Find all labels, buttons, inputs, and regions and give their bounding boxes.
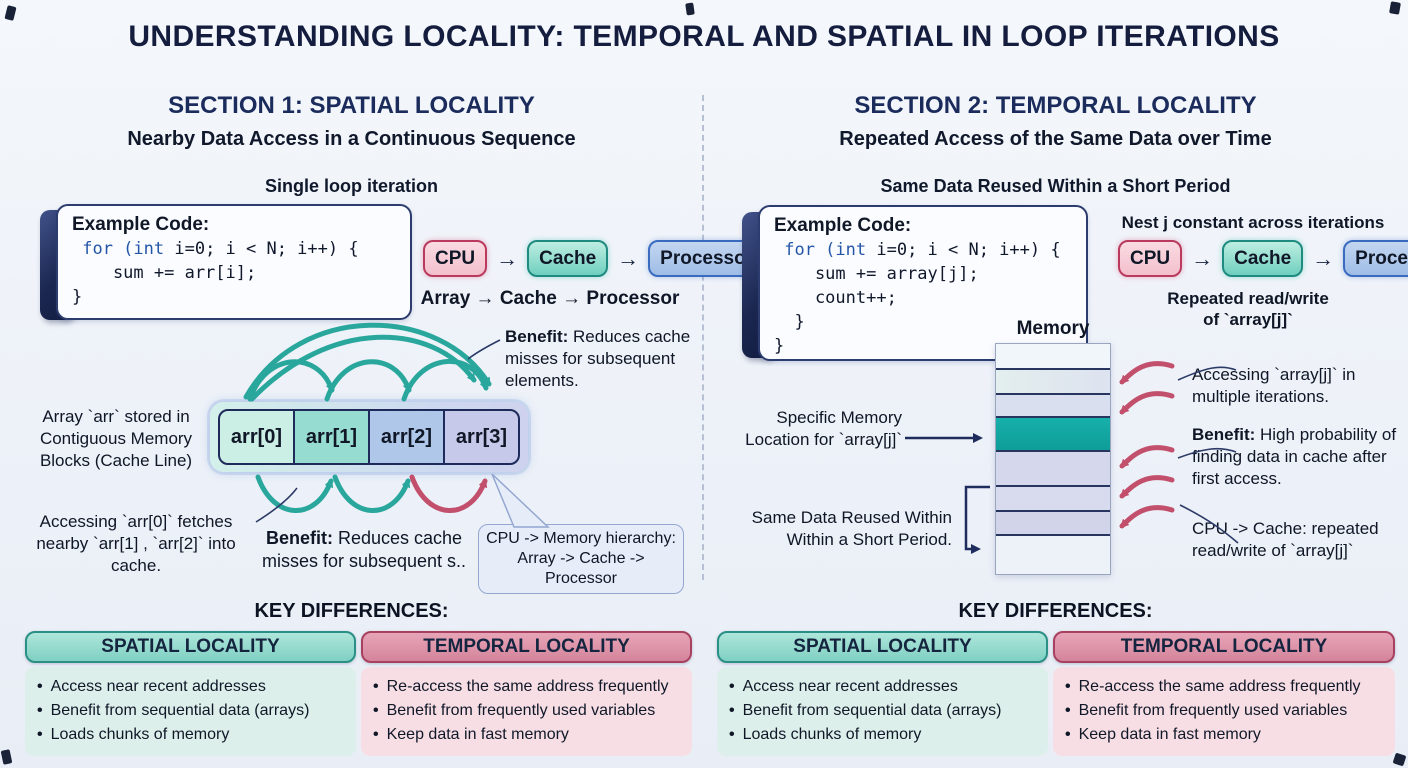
list-item: Benefit from sequential data (arrays): [729, 699, 1038, 723]
hierarchy-flow-spatial: CPU → Cache → Processor: [423, 240, 766, 277]
temporal-panel: TEMPORAL LOCALITY Re-access the same add…: [361, 631, 692, 756]
spatial-hop-arcs-top: [243, 322, 492, 402]
temporal-panel-title: TEMPORAL LOCALITY: [361, 631, 692, 663]
cache-node: Cache: [527, 240, 609, 277]
memory-row-highlight: [996, 418, 1110, 452]
memory-row: [996, 452, 1110, 487]
flow-caption-temporal: Repeated read/write of `array[j]`: [1167, 289, 1329, 329]
list-item: Keep data in fast memory: [373, 723, 682, 747]
cpu-node: CPU: [423, 240, 488, 277]
flow-caption-spatial: Array → Cache → Processor: [420, 288, 680, 309]
temporal-panel-list: Re-access the same address frequently Be…: [1053, 667, 1395, 756]
code-label: Example Code:: [774, 215, 912, 236]
spatial-panel: SPATIAL LOCALITY Access near recent addr…: [717, 631, 1048, 756]
benefit-annotation: Benefit: High probability of finding dat…: [1192, 425, 1397, 488]
array-cell: arr[1]: [293, 409, 370, 465]
memory-row: [996, 536, 1110, 574]
memory-row: [996, 487, 1110, 512]
code-line: }: [774, 336, 785, 356]
cpu-node: CPU: [1118, 240, 1183, 277]
benefit-note-bottom: Benefit: Reduces cache misses for subseq…: [261, 528, 467, 571]
code-line: count++;: [774, 288, 897, 308]
code-line: for (int i=0; i < N; i++) {: [72, 239, 359, 259]
page-title: UNDERSTANDING LOCALITY: TEMPORAL AND SPA…: [128, 20, 1280, 53]
spatial-panel: SPATIAL LOCALITY Access near recent addr…: [25, 631, 356, 756]
hierarchy-callout: CPU -> Memory hierarchy: Array -> Cache …: [478, 524, 684, 594]
repeated-access-arrows: [1119, 361, 1175, 529]
processor-node: Processor: [1343, 240, 1408, 277]
temporal-panel-title: TEMPORAL LOCALITY: [1053, 631, 1395, 663]
list-item: Keep data in fast memory: [1065, 723, 1385, 747]
arrow-right-icon: →: [1191, 245, 1214, 271]
list-item: Re-access the same address frequently: [1065, 675, 1385, 699]
list-item: Re-access the same address frequently: [373, 675, 682, 699]
spatial-panel-title: SPATIAL LOCALITY: [25, 631, 356, 663]
temporal-panel-list: Re-access the same address frequently Be…: [361, 667, 692, 756]
array-description: Array `arr` stored in Contiguous Memory …: [39, 407, 193, 470]
memory-row: [996, 370, 1110, 395]
memory-row: [996, 344, 1110, 370]
section1-subtitle: Nearby Data Access in a Continuous Seque…: [127, 128, 576, 150]
reuse-label: Same Data Reused Within Within a Short P…: [751, 508, 952, 549]
array-cells: arr[0] arr[1] arr[2] arr[3]: [218, 409, 520, 465]
temporal-panel: TEMPORAL LOCALITY Re-access the same add…: [1053, 631, 1395, 756]
corner-mark: [1392, 752, 1407, 767]
arrow-right-icon: →: [496, 245, 519, 271]
list-item: Loads chunks of memory: [729, 723, 1038, 747]
code-block-temporal: Example Code: for (int i=0; i < N; i++) …: [758, 205, 1088, 361]
access-annotation: Accessing `array[j]` in multiple iterati…: [1192, 365, 1356, 406]
arrow-right-icon: →: [1312, 245, 1335, 271]
memory-row: [996, 395, 1110, 418]
memory-stack: [995, 343, 1111, 575]
access-note: Accessing `arr[0]` fetches nearby `arr[1…: [36, 512, 236, 575]
hierarchy-flow-temporal: CPU → Cache → Processor: [1118, 240, 1408, 277]
section1-caption: Single loop iteration: [264, 176, 438, 196]
array-cell: arr[0]: [218, 409, 295, 465]
code-line: for (int i=0; i < N; i++) {: [774, 240, 1061, 260]
list-item: Access near recent addresses: [37, 675, 346, 699]
reuse-bracket: [964, 485, 990, 554]
spatial-hop-arcs-bottom: [255, 474, 488, 513]
list-item: Access near recent addresses: [729, 675, 1038, 699]
list-item: Benefit from frequently used variables: [1065, 699, 1385, 723]
code-label: Example Code:: [72, 214, 210, 235]
cpu-cache-annotation: CPU -> Cache: repeated read/write of `ar…: [1192, 519, 1379, 560]
list-item: Benefit from sequential data (arrays): [37, 699, 346, 723]
section1-heading: SECTION 1: SPATIAL LOCALITY: [168, 92, 535, 119]
corner-mark: [0, 749, 13, 765]
spatial-panel-title: SPATIAL LOCALITY: [717, 631, 1048, 663]
code-line: }: [72, 287, 83, 307]
corner-mark: [1389, 1, 1401, 15]
spatial-panel-list: Access near recent addresses Benefit fro…: [717, 667, 1048, 756]
spatial-panel-list: Access near recent addresses Benefit fro…: [25, 667, 356, 756]
code-line: }: [774, 312, 805, 332]
code-block-spatial: Example Code: for (int i=0; i < N; i++) …: [56, 204, 412, 320]
callout-tail: [491, 473, 550, 528]
code-line: sum += array[j];: [774, 264, 979, 284]
nest-note: Nest j constant across iterations: [1121, 213, 1385, 232]
section-divider: [702, 95, 704, 580]
corner-mark: [4, 5, 17, 21]
benefit-note-top: Benefit: Reduces cache misses for subseq…: [505, 327, 691, 390]
key-differences-heading: KEY DIFFERENCES:: [958, 600, 1153, 622]
key-differences-heading: KEY DIFFERENCES:: [254, 600, 449, 622]
code-line: sum += arr[i];: [72, 263, 257, 283]
array-cell: arr[3]: [443, 409, 520, 465]
arrow-right-icon: →: [617, 245, 640, 271]
section2-heading: SECTION 2: TEMPORAL LOCALITY: [854, 92, 1257, 119]
corner-mark: [685, 2, 695, 16]
array-cell: arr[2]: [368, 409, 445, 465]
specific-location-label: Specific Memory Location for `array[j]`: [745, 408, 902, 449]
memory-row: [996, 512, 1110, 536]
memory-label: Memory: [1016, 318, 1090, 339]
cache-node: Cache: [1222, 240, 1304, 277]
section2-caption: Same Data Reused Within a Short Period: [880, 176, 1231, 196]
list-item: Loads chunks of memory: [37, 723, 346, 747]
section2-subtitle: Repeated Access of the Same Data over Ti…: [839, 128, 1272, 150]
list-item: Benefit from frequently used variables: [373, 699, 682, 723]
